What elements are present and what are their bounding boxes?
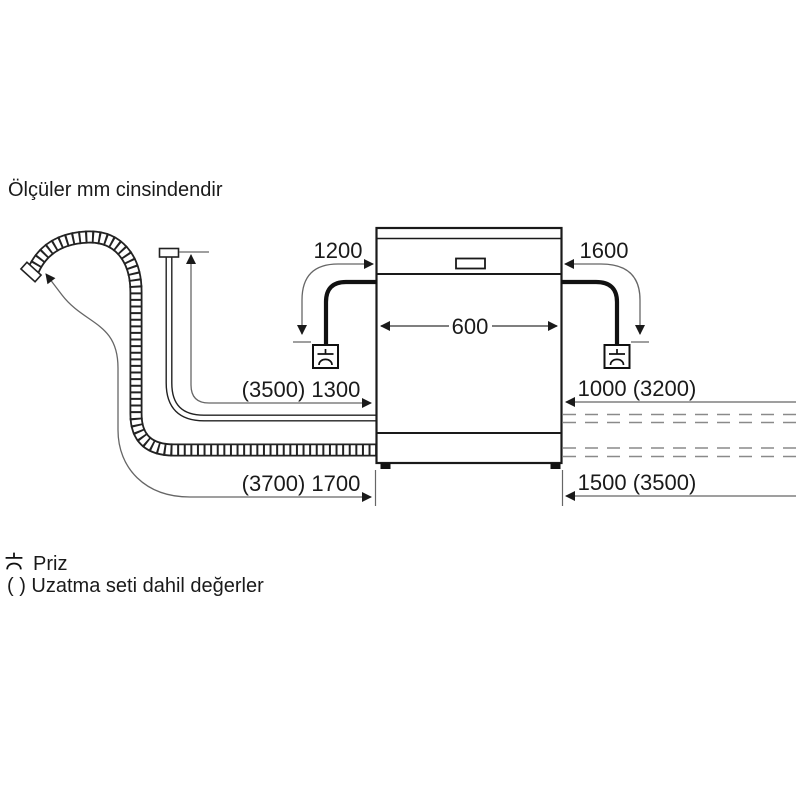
drain-hose-end-cap	[19, 261, 43, 283]
supply-hose-dimension: (3500) 1300	[179, 251, 372, 408]
legend: Priz ( ) Uzatma seti dahil değerler	[4, 551, 264, 597]
right-bottom-dimension: 1500 (3500)	[561, 470, 796, 506]
dim-label-supply-hose: (3500) 1300	[242, 377, 361, 402]
cord-right-dimension: 1600	[564, 238, 649, 343]
power-cord-left	[312, 279, 377, 369]
dim-label-drain-hose: (3700) 1700	[242, 471, 361, 496]
supply-hose	[158, 247, 376, 422]
dim-label-width: 600	[452, 314, 489, 339]
cord-left-dimension: 1200	[293, 238, 374, 343]
diagram-title: Ölçüler mm cinsindendir	[8, 179, 223, 201]
legend-extension-note: ( ) Uzatma seti dahil değerler	[7, 575, 264, 597]
hose-continuation-dashes	[563, 413, 797, 458]
socket-box-left	[312, 344, 339, 369]
dim-label-cord-right: 1600	[580, 238, 629, 263]
dim-label-cord-left: 1200	[314, 238, 363, 263]
left-foot	[380, 463, 391, 469]
dishwasher-outline	[375, 226, 563, 469]
supply-hose-cap	[158, 247, 180, 258]
dim-label-right-top: 1000 (3200)	[578, 376, 697, 401]
power-cord-right	[561, 279, 631, 369]
legend-socket-label: Priz	[33, 553, 67, 575]
right-foot	[550, 463, 561, 469]
dim-label-right-bottom: 1500 (3500)	[578, 470, 697, 495]
control-panel-display	[455, 257, 486, 270]
right-top-dimension: 1000 (3200)	[565, 376, 796, 407]
socket-icon	[4, 551, 24, 571]
width-dimension: 600	[380, 314, 558, 339]
drain-hose-dimension: (3700) 1700	[45, 273, 377, 506]
socket-box-right	[603, 344, 631, 369]
